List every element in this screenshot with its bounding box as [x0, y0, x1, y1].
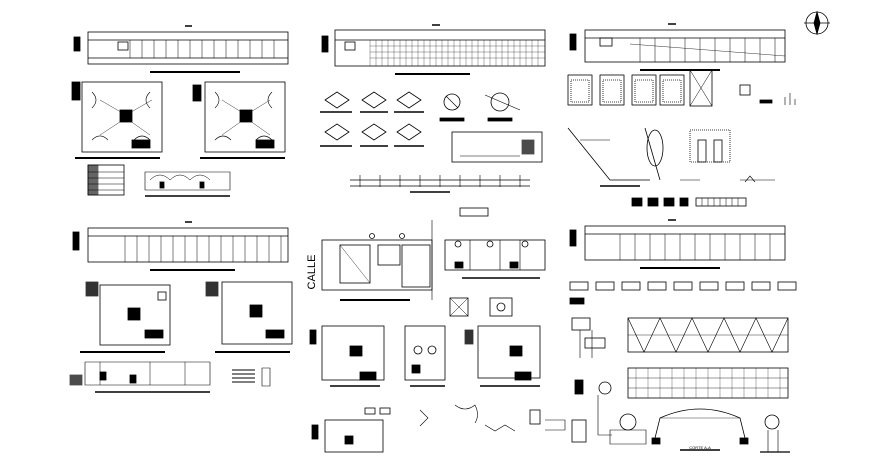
floor-plan-3 — [80, 281, 171, 353]
section-caption: CORTE A-A — [689, 445, 711, 450]
street-label: CALLE — [306, 255, 318, 290]
footing-detail-bottom — [609, 413, 647, 445]
wall-detail-bottom — [760, 414, 790, 453]
circle-details — [439, 92, 521, 122]
detail-strip-1 — [144, 171, 231, 197]
misc-details-bottom — [419, 381, 612, 443]
floor-plan-4 — [205, 281, 293, 353]
floor-plan-5 — [309, 325, 385, 387]
column-details-right — [571, 317, 606, 395]
beam-detail-right — [680, 129, 775, 183]
bathroom-plan-center — [444, 207, 546, 279]
site-plan-center — [321, 220, 433, 301]
elevation-top-left — [73, 25, 289, 73]
elevation-top-center — [321, 24, 546, 75]
small-plan-bottom — [311, 407, 391, 453]
floor-plan-2 — [192, 81, 286, 159]
floor-plan-6 — [464, 325, 541, 387]
slope-section — [567, 127, 664, 187]
schedule-table-2 — [232, 367, 271, 387]
diamond-details — [320, 91, 424, 147]
foundation-strip — [350, 175, 530, 193]
schedule-table-1 — [87, 164, 125, 196]
window-details — [567, 69, 796, 107]
legend-strip-right — [631, 197, 747, 207]
small-plans-center — [449, 297, 513, 317]
section-detail-top-center — [451, 131, 543, 163]
beam-sections-row — [569, 281, 797, 305]
arch-section-bottom — [651, 408, 749, 451]
north-arrow-icon — [804, 10, 830, 36]
truss-elevation-1 — [627, 317, 789, 353]
truss-elevation-2 — [627, 367, 789, 399]
elevation-middle-left — [72, 221, 289, 271]
elevation-middle-right — [569, 219, 786, 269]
bathroom-detail — [404, 325, 446, 387]
floor-plan-1 — [71, 81, 163, 159]
elevation-top-right — [569, 23, 786, 71]
detail-strip-2 — [69, 361, 211, 393]
